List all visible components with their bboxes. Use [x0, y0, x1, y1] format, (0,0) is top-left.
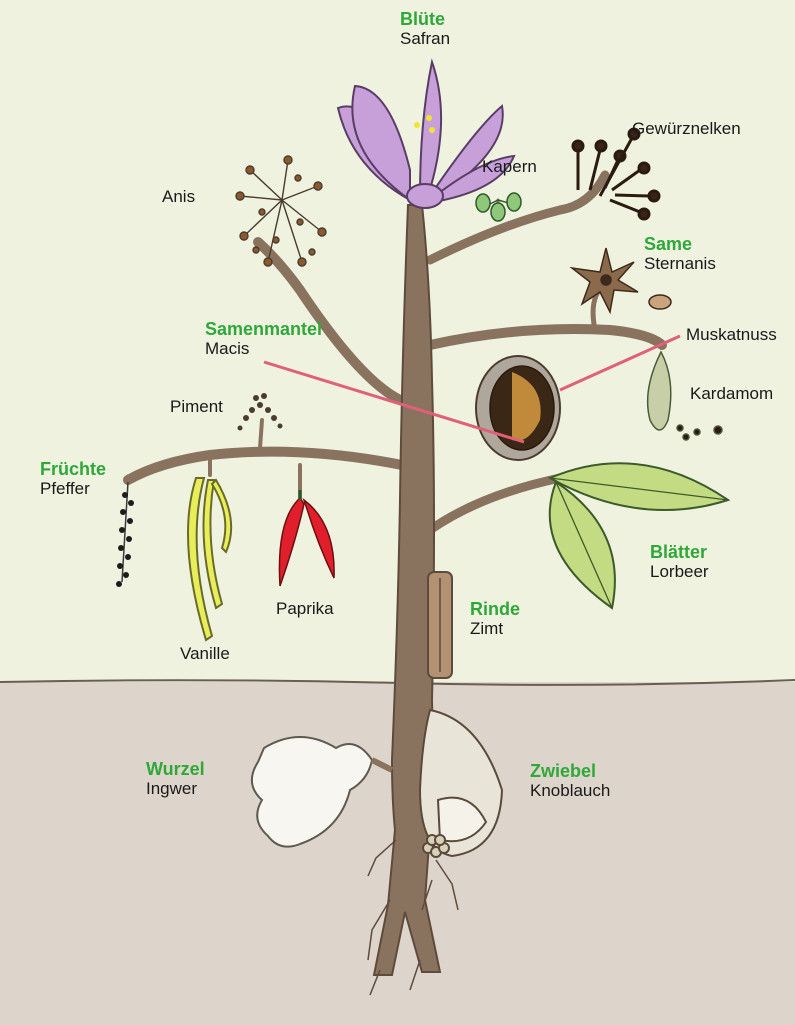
- category-wurzel: Wurzel: [146, 760, 205, 780]
- spice-macis: Macis: [205, 340, 322, 359]
- label-same-group: Same Sternanis: [644, 235, 716, 273]
- spice-muskatnuss: Muskatnuss: [686, 326, 777, 345]
- category-rinde: Rinde: [470, 600, 520, 620]
- spice-piment: Piment: [170, 398, 223, 417]
- label-zwiebel-group: Zwiebel Knoblauch: [530, 762, 610, 800]
- label-wurzel-group: Wurzel Ingwer: [146, 760, 205, 798]
- category-fruechte: Früchte: [40, 460, 106, 480]
- label-blaetter-group: Blätter Lorbeer: [650, 543, 709, 581]
- spice-kardamom: Kardamom: [690, 385, 773, 404]
- label-rinde-group: Rinde Zimt: [470, 600, 520, 638]
- spice-kapern: Kapern: [482, 158, 537, 177]
- spice-zimt: Zimt: [470, 620, 520, 639]
- label-samenmantel-group: Samenmantel Macis: [205, 320, 322, 358]
- category-bluete: Blüte: [400, 10, 450, 30]
- category-samenmantel: Samenmantel: [205, 320, 322, 340]
- spice-knoblauch: Knoblauch: [530, 782, 610, 801]
- category-zwiebel: Zwiebel: [530, 762, 610, 782]
- nutmeg-with-mace: [476, 356, 560, 460]
- spice-lorbeer: Lorbeer: [650, 563, 709, 582]
- category-same: Same: [644, 235, 716, 255]
- spice-gewuerznelken: Gewürznelken: [632, 120, 741, 139]
- label-fruechte-group: Früchte Pfeffer: [40, 460, 106, 498]
- spice-pfeffer: Pfeffer: [40, 480, 106, 499]
- cinnamon-bark: [428, 572, 452, 678]
- spice-safran: Safran: [400, 30, 450, 49]
- label-bluete-group: Blüte Safran: [400, 10, 450, 48]
- category-blaetter: Blätter: [650, 543, 709, 563]
- spice-paprika: Paprika: [276, 600, 334, 619]
- spice-sternanis: Sternanis: [644, 255, 716, 274]
- spice-anis: Anis: [162, 188, 195, 207]
- spice-vanille: Vanille: [180, 645, 230, 664]
- spice-ingwer: Ingwer: [146, 780, 205, 799]
